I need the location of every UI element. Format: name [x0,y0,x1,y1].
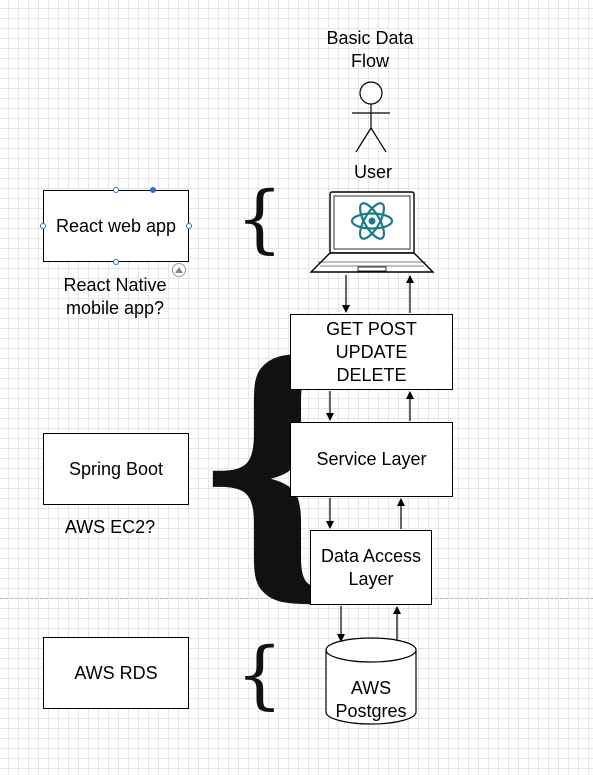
selection-handle[interactable] [40,223,46,229]
http-methods-label: GET POST UPDATE DELETE [326,318,417,385]
selection-handle[interactable] [113,187,119,193]
aws-rds-box[interactable]: AWS RDS [43,637,189,709]
diagram-title: Basic Data Flow [326,28,414,71]
page-break-line [0,598,593,599]
selection-handle[interactable] [186,223,192,229]
service-layer-box[interactable]: Service Layer [290,422,453,497]
user-label: User [353,162,392,182]
curly-brace-small-bottom: { [236,632,284,718]
react-web-app-box[interactable]: React web app [43,190,189,262]
aws-rds-label: AWS RDS [74,662,158,683]
service-layer-label: Service Layer [316,449,427,469]
curly-brace-small-top: { [236,176,284,262]
aws-ec2-note: AWS EC2? [64,517,156,537]
data-access-layer-label: Data Access Layer [320,545,422,589]
react-web-app-label: React web app [55,215,177,236]
http-methods-box[interactable]: GET POST UPDATE DELETE [290,314,453,390]
selection-handle[interactable] [150,187,156,193]
aws-postgres-label: AWS Postgres [335,678,407,721]
collapse-icon[interactable] [172,263,186,277]
data-access-layer-box[interactable]: Data Access Layer [310,530,432,605]
react-native-note: React Native mobile app? [63,275,167,318]
spring-boot-box[interactable]: Spring Boot [43,433,189,505]
spring-boot-label: Spring Boot [68,458,164,479]
selection-handle[interactable] [113,259,119,265]
